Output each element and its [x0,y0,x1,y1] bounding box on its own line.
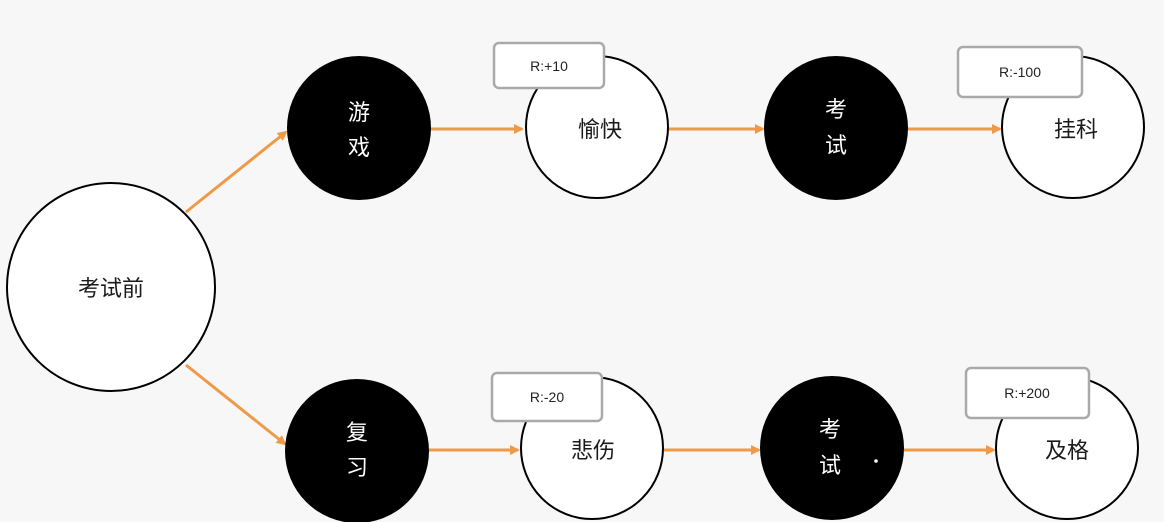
node-play-label-2: 戏 [348,136,370,161]
node-start: 考试前 [6,182,216,392]
node-start-label: 考试前 [78,277,144,302]
node-pass-label: 及格 [1045,439,1089,464]
node-play-label-1: 游 [348,101,370,126]
node-fail-label: 挂科 [1054,118,1098,143]
node-exam-top-circle [764,56,908,200]
reward-sad-label: R:-20 [530,389,564,405]
node-play-circle [287,56,431,200]
reward-badge-sad [490,371,604,423]
reward-badge-fail [956,45,1084,99]
node-review-circle [285,379,429,522]
node-happy: 愉快 R:+10 [492,41,669,199]
node-exam-top-label-1: 考 [825,98,847,123]
node-exam-bottom-circle [760,376,904,520]
arrow-start-to-review [185,363,287,446]
node-exam-top-label-2: 试 [825,134,847,159]
node-pass: 及格 R:+200 [964,366,1139,520]
node-review: 复 习 [285,379,429,522]
node-fail: 挂科 R:-100 [956,45,1145,199]
speck-dot [874,459,878,463]
node-review-label-2: 习 [346,456,368,481]
reward-happy-label: R:+10 [530,58,568,74]
node-play: 游 戏 [287,56,431,200]
node-sad: 悲伤 R:-20 [490,371,664,520]
node-start-circle [6,182,216,392]
node-review-label-1: 复 [346,421,368,446]
arrows [185,124,1002,455]
reward-fail-label: R:-100 [999,64,1041,80]
node-happy-label: 愉快 [578,118,622,143]
reward-pass-label: R:+200 [1004,385,1050,401]
node-exam-top: 考 试 [764,56,908,200]
arrow-start-to-play [185,130,288,214]
reward-badge-happy [492,41,606,90]
node-exam-bottom-label-1: 考 [819,418,841,443]
node-exam-bottom: 考 试 [760,376,904,520]
reward-badge-pass [964,366,1091,420]
node-exam-bottom-label-2: 试 [819,454,841,479]
node-sad-label: 悲伤 [571,439,615,464]
